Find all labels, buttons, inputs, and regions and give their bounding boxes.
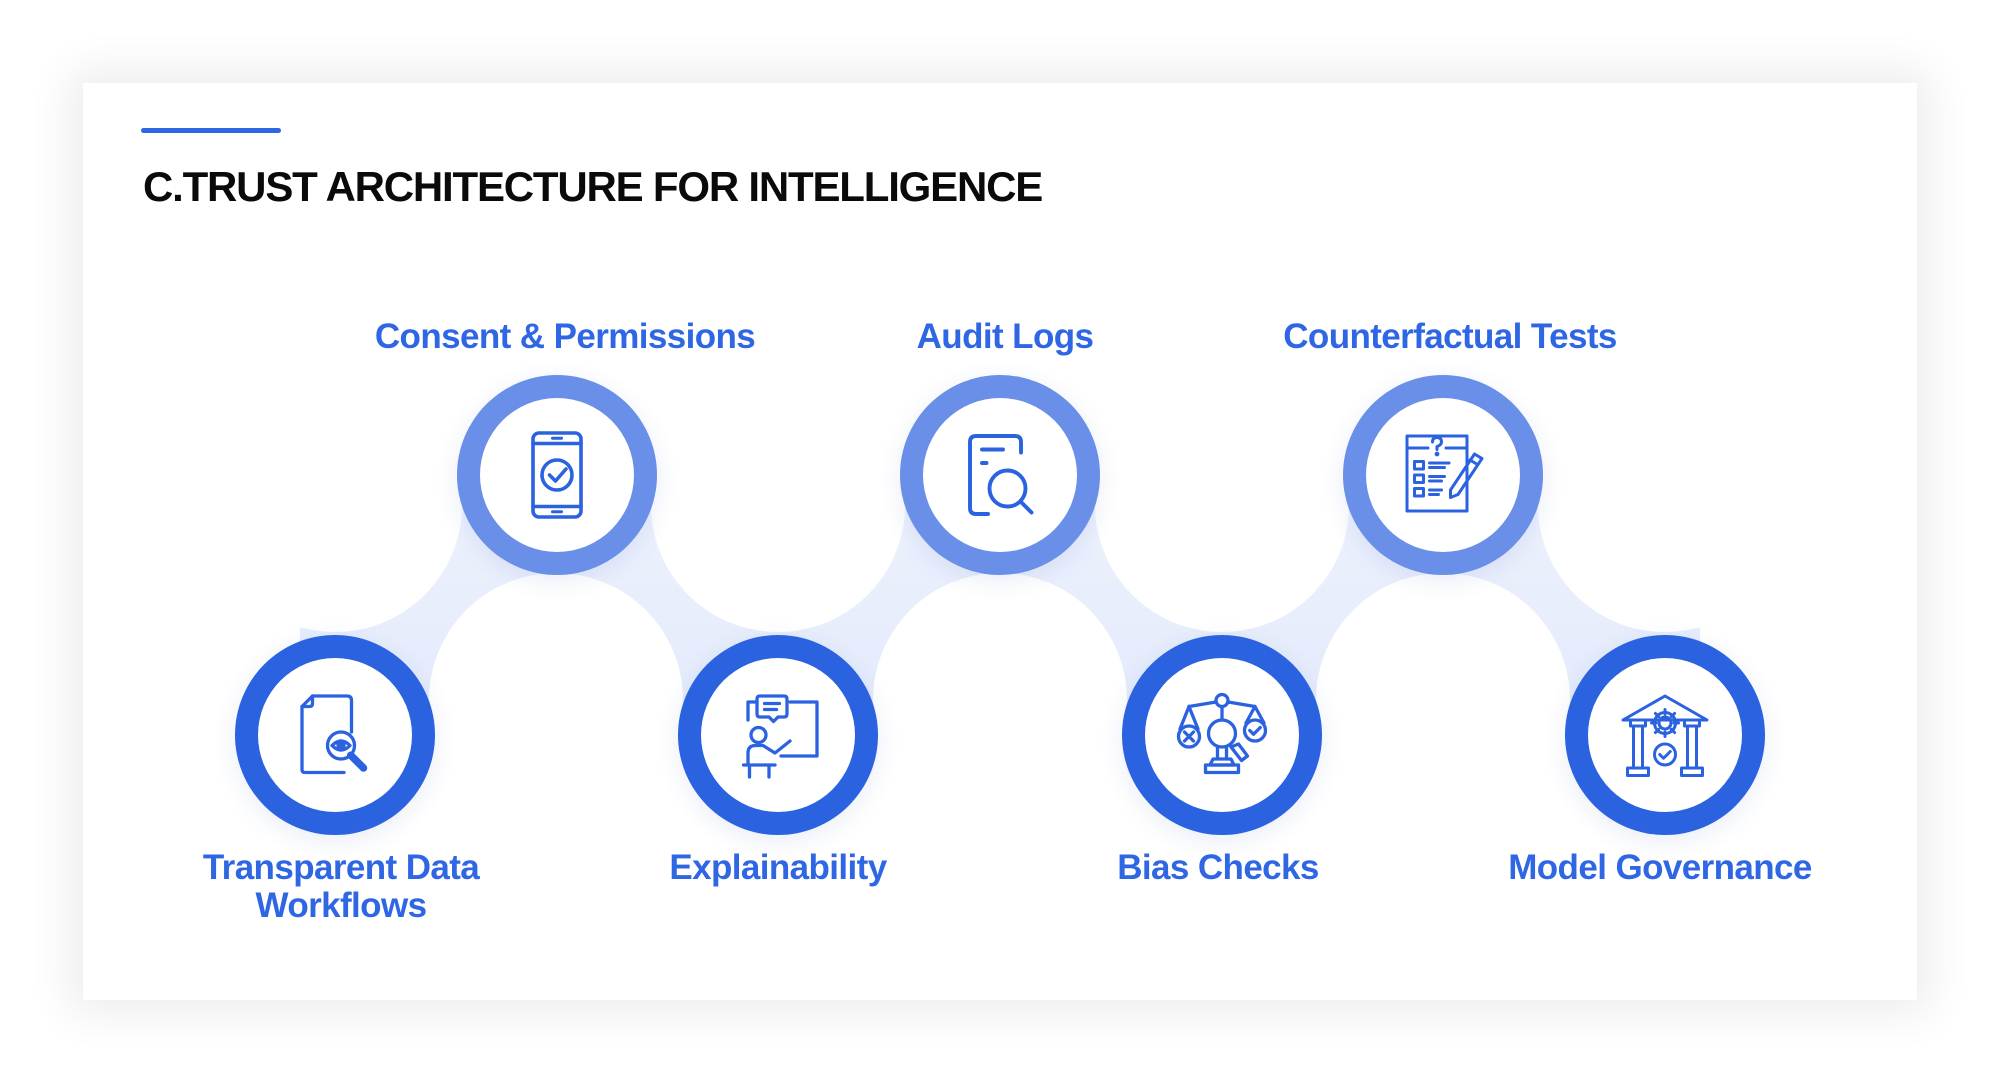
node-explainability[interactable] <box>678 635 878 835</box>
label-transparent-data-workflows: Transparent Data Workflows <box>202 848 480 925</box>
node-counterfactual-tests[interactable] <box>1343 375 1543 575</box>
presenter-board-icon <box>741 694 819 779</box>
label-audit-logs: Audit Logs <box>916 317 1094 356</box>
title-accent-bar <box>141 128 281 133</box>
document-eye-search-icon <box>300 694 368 775</box>
node-audit-logs[interactable] <box>900 375 1100 575</box>
node-model-governance[interactable] <box>1565 635 1765 835</box>
scale-balance-icon <box>1176 692 1268 775</box>
node-bias-checks[interactable] <box>1122 635 1322 835</box>
label-consent-permissions: Consent & Permissions <box>374 317 756 356</box>
label-bias-checks: Bias Checks <box>1117 848 1319 887</box>
label-explainability: Explainability <box>669 848 887 887</box>
node-transparent-data-workflows[interactable] <box>235 635 435 835</box>
document-search-icon <box>968 434 1034 516</box>
label-model-governance: Model Governance <box>1508 848 1812 887</box>
node-consent-permissions[interactable] <box>457 375 657 575</box>
page-title: C.TRUST ARCHITECTURE FOR INTELLIGENCE <box>143 163 1043 210</box>
label-counterfactual-tests: Counterfactual Tests <box>1283 317 1617 356</box>
mobile-check-icon <box>531 431 583 519</box>
checklist-pencil-icon <box>1405 434 1484 513</box>
institution-gear-icon <box>1621 694 1709 777</box>
